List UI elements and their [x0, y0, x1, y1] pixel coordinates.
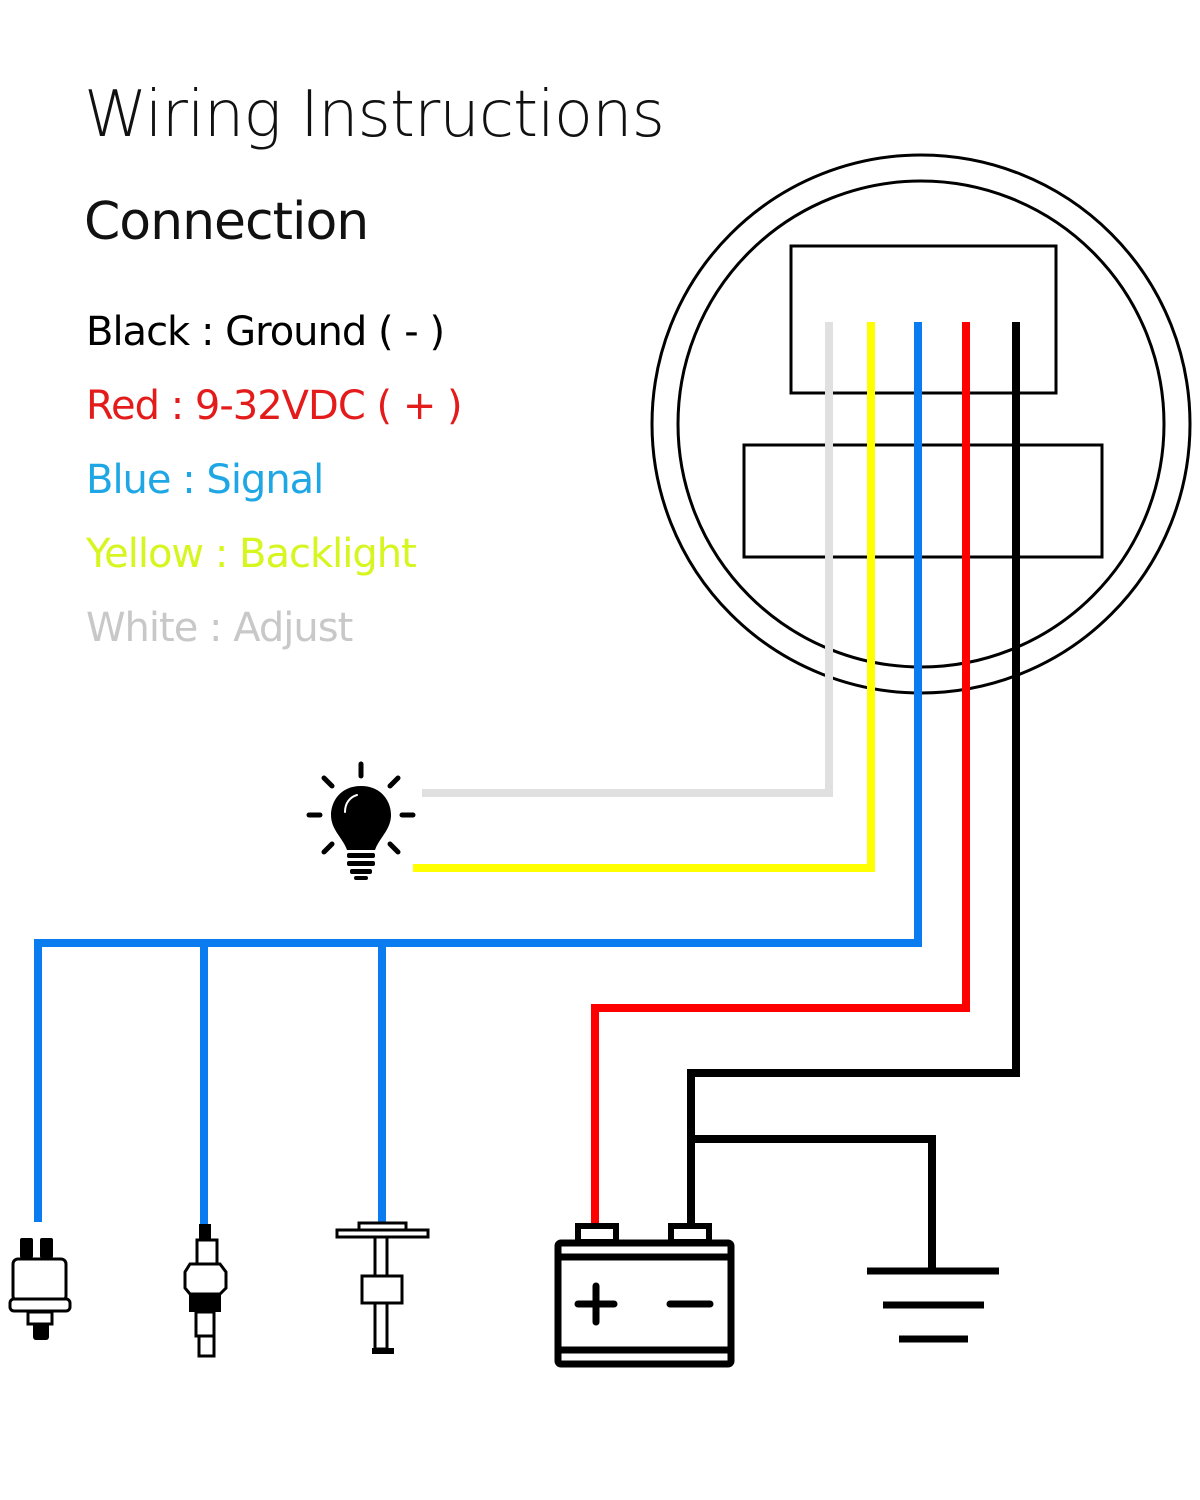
- fuel-level-sender-icon: [335, 1221, 430, 1354]
- wire-yellow: [413, 322, 875, 872]
- legend-red: Red : 9-32VDC ( + ): [86, 383, 463, 429]
- gauge-bottom-block: [742, 443, 1104, 559]
- temperature-sensor-icon: [183, 1224, 228, 1358]
- section-subtitle: Connection: [84, 192, 369, 252]
- ground-symbol-icon: [867, 1267, 999, 1343]
- wire-legend: Black : Ground ( - ) Red : 9-32VDC ( + )…: [86, 302, 463, 672]
- gauge-top-block: [789, 244, 1058, 395]
- lightbulb-icon: [306, 761, 416, 880]
- wire-white: [422, 322, 833, 797]
- legend-black: Black : Ground ( - ): [86, 309, 445, 355]
- wire-blue: [34, 322, 922, 1222]
- battery-icon: [554, 1223, 735, 1368]
- wire-black: [687, 322, 1020, 1224]
- legend-blue: Blue : Signal: [86, 457, 324, 503]
- page-title: Wiring Instructions: [84, 78, 665, 152]
- battery-plus-icon: [574, 1282, 618, 1326]
- wire-black-ground-branch: [691, 1135, 936, 1270]
- legend-yellow: Yellow : Backlight: [86, 531, 417, 577]
- oil-pressure-sensor-icon: [8, 1238, 72, 1340]
- wire-red: [591, 322, 970, 1224]
- legend-white: White : Adjust: [86, 605, 353, 651]
